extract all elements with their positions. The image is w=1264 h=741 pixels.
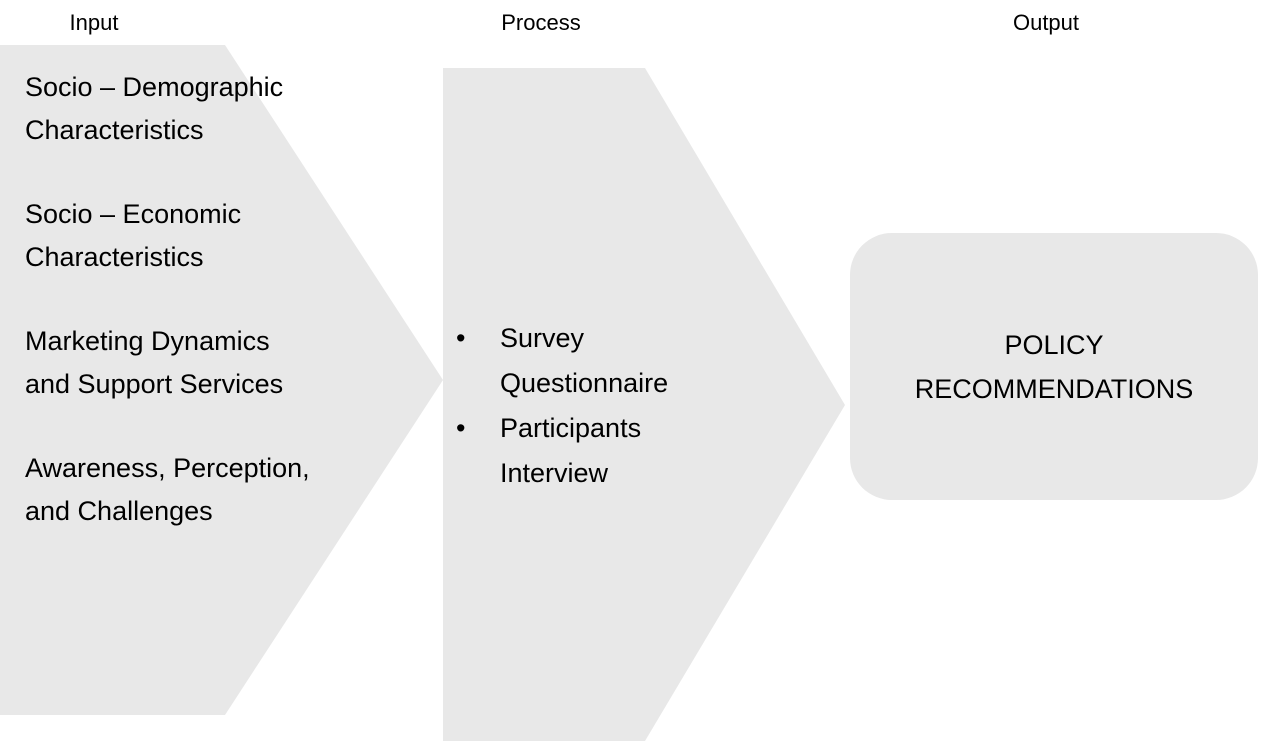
- output-stage-shape: [850, 233, 1258, 500]
- input-item-3: Awareness, Perception, and Challenges: [25, 453, 310, 526]
- process-item-label: Survey Questionnaire: [500, 323, 669, 398]
- output-line-1: RECOMMENDATIONS: [914, 373, 1194, 404]
- process-list-item: • Participants Interview: [452, 406, 712, 496]
- process-stage-bullet-list: • Survey Questionnaire • Participants In…: [452, 316, 712, 496]
- column-heading-input: Input: [69, 10, 119, 35]
- output-stage-text-block: POLICY RECOMMENDATIONS: [850, 233, 1258, 500]
- process-stage-shape: [443, 68, 845, 741]
- input-item-2: Marketing Dynamics and Support Services: [25, 326, 284, 399]
- bullet-icon: •: [456, 413, 466, 443]
- process-list-item: • Survey Questionnaire: [452, 316, 712, 406]
- bullet-icon: •: [456, 323, 466, 353]
- input-item-0: Socio – Demographic Characteristics: [25, 72, 284, 145]
- output-line-0: POLICY: [1004, 329, 1104, 360]
- input-item-1: Socio – Economic Characteristics: [25, 199, 242, 272]
- column-heading-output: Output: [1012, 10, 1080, 35]
- process-item-label: Participants Interview: [500, 413, 642, 488]
- column-heading-process: Process: [501, 10, 581, 35]
- input-stage-text-block: Socio – Demographic Characteristics Soci…: [25, 66, 315, 532]
- input-stage-shape: [0, 45, 443, 715]
